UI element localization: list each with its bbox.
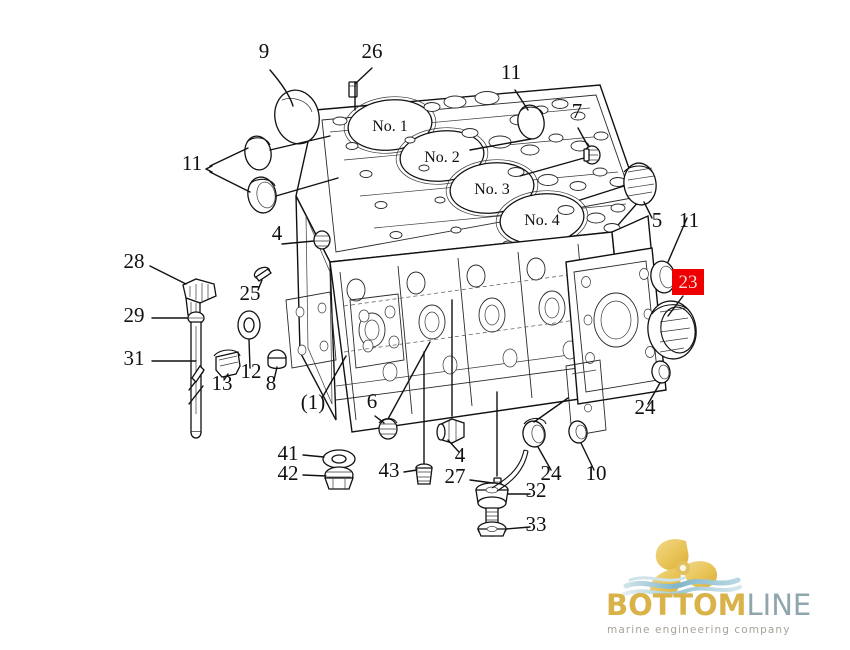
part-plug-13 [213,349,241,378]
cylinder-label-3: No. 3 [474,181,510,198]
callout-1: (1) [301,390,326,414]
callout-27: 27 [445,464,466,488]
logo-bottom-text: BOTTOM [606,588,747,622]
part-dowel-25 [253,266,272,282]
highlight-number: 23 [679,272,698,293]
callout-4-a: 4 [272,221,283,245]
callout-42: 42 [278,461,299,485]
part-dowel-26 [348,81,358,98]
callout-41: 41 [278,441,299,465]
logo-tagline: marine engineering company [607,624,791,636]
callout-24-a: 24 [635,395,657,419]
flywheel-housing-face [565,214,667,405]
part-plug-11-top-right [517,104,545,140]
callout-6: 6 [367,389,378,413]
callout-11-c: 11 [679,208,699,232]
callout-8: 8 [266,371,277,395]
callout-7: 7 [572,99,583,123]
callout-32: 32 [526,478,547,502]
leader-lines [149,67,688,530]
part-washer-41 [322,449,356,469]
bottomline-logo: BOTTOMLINE marine engineering company [606,539,811,636]
callout-29: 29 [124,303,145,327]
callout-numbers: 9 26 11 7 11 5 11 4 28 25 29 31 13 12 8 … [124,39,700,536]
part-cap-8 [267,349,287,370]
part-plug-4-upper [313,230,331,250]
part-plug-43 [415,463,433,485]
rear-bracket [565,359,607,437]
callout-11-a: 11 [501,60,521,84]
part-bushing-10 [568,420,588,444]
callout-28: 28 [124,249,145,273]
cylinder-labels: No. 1 No. 2 No. 3 No. 4 [372,118,560,229]
callout-26: 26 [362,39,383,63]
highlight-box [672,269,704,295]
waves-icon [622,576,742,596]
part-plug-7 [583,145,601,165]
callout-31: 31 [124,346,145,370]
callout-12: 12 [241,359,262,383]
part-core-plug-9 [274,89,320,145]
part-dipstick-31 [188,321,205,439]
highlighted-callout-23: 23 [672,269,704,295]
callout-13: 13 [212,371,233,395]
callout-5: 5 [652,208,663,232]
callout-33: 33 [526,512,547,536]
callout-9: 9 [259,39,270,63]
part-bolt-33 [477,507,507,537]
callout-24-b: 24 [541,461,563,485]
part-bushing-24-right [651,360,671,384]
cylinder-label-4: No. 4 [524,212,560,229]
logo-brand-primary: BOTTOMLINE [606,588,811,622]
part-strainer-32 [475,449,529,510]
callout-11-b: 11 [182,151,202,175]
part-plug-11-upper [244,135,272,171]
callout-25: 25 [240,281,261,305]
part-plug-11-right [650,260,676,294]
part-plug-11-lower [247,176,277,214]
callout-43: 43 [379,458,400,482]
callout-4-b: 4 [455,443,466,467]
block-front-face [329,231,629,433]
cylinder-label-2: No. 2 [424,149,460,166]
cylinder-label-1: No. 1 [372,118,408,135]
logo-line-text: LINE [747,588,812,622]
part-washer-12 [237,310,261,340]
callout-10: 10 [586,461,607,485]
part-nut-42 [324,466,354,490]
part-bushing-24-lower [522,417,547,448]
side-cover-plate [285,291,337,369]
part-plug-4-lower [436,418,465,444]
